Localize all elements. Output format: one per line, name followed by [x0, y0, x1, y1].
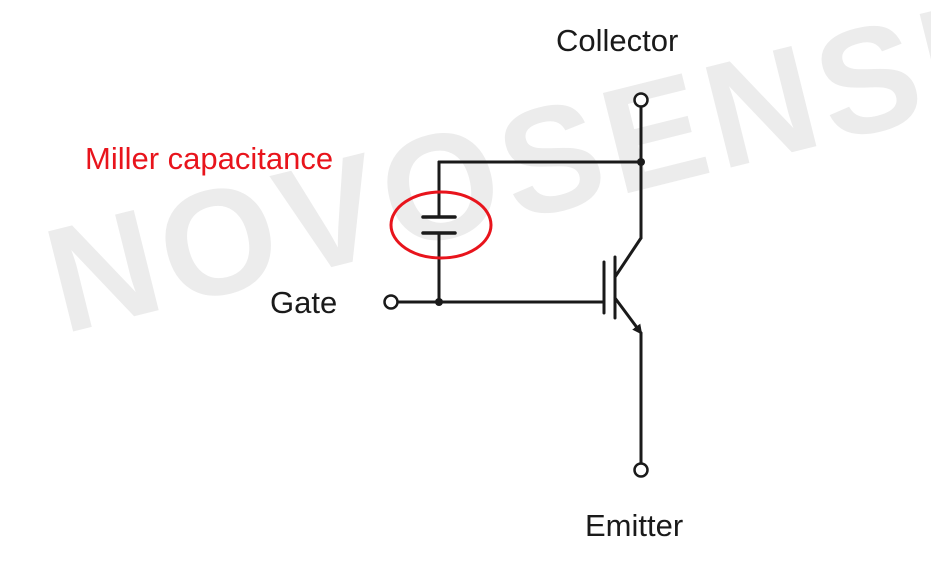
emitter-terminal-icon — [633, 462, 649, 478]
emitter-label: Emitter — [585, 508, 684, 543]
gate-label: Gate — [270, 285, 338, 320]
miller-capacitance-label: Miller capacitance — [85, 141, 334, 176]
miller-capacitor-wires — [437, 160, 643, 304]
miller-highlight-ellipse — [391, 192, 491, 258]
gate-terminal-icon — [383, 294, 399, 310]
collector-terminal-icon — [633, 92, 649, 108]
collector-junction-dot — [637, 158, 645, 166]
capacitor-icon — [421, 215, 457, 235]
gate-junction-dot — [435, 298, 443, 306]
collector-label: Collector — [556, 23, 679, 58]
igbt-symbol-icon — [602, 236, 643, 335]
